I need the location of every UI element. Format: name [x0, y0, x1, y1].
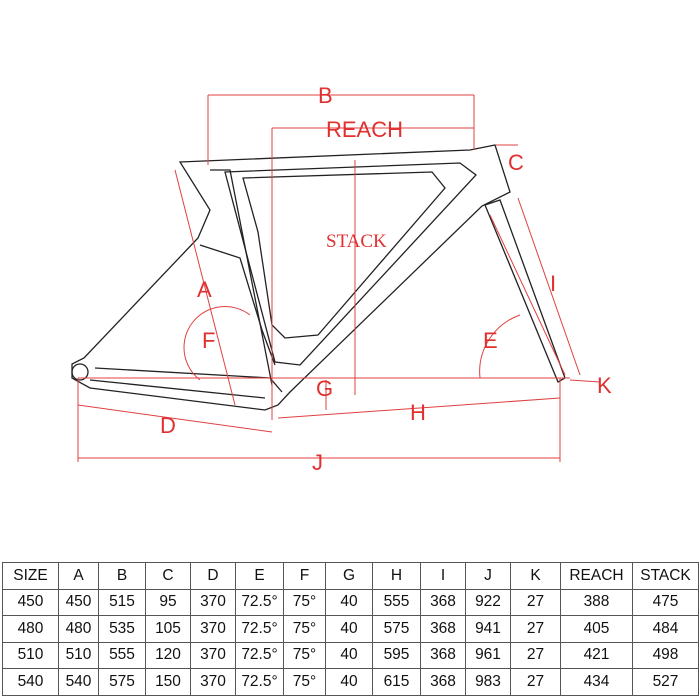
table-header-cell: REACH — [560, 562, 633, 590]
label-d: D — [160, 413, 176, 438]
table-header-cell: E — [235, 562, 284, 590]
table-header-cell: J — [465, 562, 511, 590]
table-cell: 405 — [560, 615, 633, 643]
table-header-cell: D — [190, 562, 236, 590]
table-cell: 540 — [2, 668, 59, 696]
label-stack: STACK — [326, 231, 387, 252]
table-cell: 368 — [420, 588, 466, 616]
frame-geometry-diagram: B REACH C STACK A F G H D J E I K — [71, 83, 612, 475]
table-cell: 75° — [283, 641, 326, 669]
table-cell: 120 — [145, 641, 191, 669]
table-header-cell: G — [325, 562, 373, 590]
table-cell: 527 — [632, 668, 699, 696]
table-cell: 40 — [325, 588, 373, 616]
table-cell: 575 — [372, 615, 421, 643]
table-header-cell: STACK — [632, 562, 699, 590]
table-cell: 40 — [325, 641, 373, 669]
table-cell: 615 — [372, 668, 421, 696]
table-cell: 150 — [145, 668, 191, 696]
table-cell: 450 — [58, 588, 99, 616]
table-cell: 75° — [283, 668, 326, 696]
table-cell: 510 — [2, 641, 59, 669]
label-e: E — [483, 328, 498, 353]
table-cell: 535 — [98, 615, 146, 643]
table-header-cell: H — [372, 562, 421, 590]
table-cell: 540 — [58, 668, 99, 696]
frame-outline — [71, 144, 566, 411]
table-cell: 370 — [190, 615, 236, 643]
label-j: J — [312, 450, 323, 475]
label-k: K — [597, 373, 612, 398]
table-cell: 480 — [2, 615, 59, 643]
table-cell: 510 — [58, 641, 99, 669]
table-cell: 595 — [372, 641, 421, 669]
table-header-cell: C — [145, 562, 191, 590]
table-cell: 575 — [98, 668, 146, 696]
table-cell: 515 — [98, 588, 146, 616]
table-cell: 370 — [190, 668, 236, 696]
table-cell: 555 — [372, 588, 421, 616]
table-cell: 370 — [190, 641, 236, 669]
table-cell: 961 — [465, 641, 511, 669]
label-b: B — [318, 83, 333, 108]
table-cell: 421 — [560, 641, 633, 669]
table-cell: 555 — [98, 641, 146, 669]
table-header-cell: I — [420, 562, 466, 590]
table-cell: 75° — [283, 588, 326, 616]
table-header-cell: F — [283, 562, 326, 590]
label-c: C — [508, 150, 524, 175]
table-cell: 105 — [145, 615, 191, 643]
label-g: G — [316, 376, 333, 401]
table-cell: 75° — [283, 615, 326, 643]
label-a: A — [197, 277, 212, 302]
table-cell: 40 — [325, 615, 373, 643]
table-cell: 480 — [58, 615, 99, 643]
table-header-cell: SIZE — [2, 562, 59, 590]
label-i: I — [550, 271, 556, 296]
table-cell: 95 — [145, 588, 191, 616]
table-cell: 370 — [190, 588, 236, 616]
table-cell: 72.5° — [235, 668, 284, 696]
dimension-lines — [77, 94, 601, 462]
table-cell: 498 — [632, 641, 699, 669]
label-h: H — [410, 400, 426, 425]
table-cell: 72.5° — [235, 641, 284, 669]
table-cell: 27 — [510, 668, 561, 696]
table-cell: 27 — [510, 615, 561, 643]
table-cell: 72.5° — [235, 615, 284, 643]
table-cell: 983 — [465, 668, 511, 696]
label-reach: REACH — [326, 117, 403, 142]
table-cell: 368 — [420, 641, 466, 669]
table-header-cell: B — [98, 562, 146, 590]
table-cell: 475 — [632, 588, 699, 616]
table-header-cell: A — [58, 562, 99, 590]
table-cell: 484 — [632, 615, 699, 643]
table-cell: 368 — [420, 668, 466, 696]
table-cell: 434 — [560, 668, 633, 696]
table-header-cell: K — [510, 562, 561, 590]
table-cell: 27 — [510, 588, 561, 616]
table-cell: 72.5° — [235, 588, 284, 616]
table-cell: 388 — [560, 588, 633, 616]
table-cell: 941 — [465, 615, 511, 643]
table-cell: 368 — [420, 615, 466, 643]
table-cell: 27 — [510, 641, 561, 669]
label-f: F — [202, 328, 215, 353]
table-cell: 450 — [2, 588, 59, 616]
table-cell: 922 — [465, 588, 511, 616]
table-cell: 40 — [325, 668, 373, 696]
